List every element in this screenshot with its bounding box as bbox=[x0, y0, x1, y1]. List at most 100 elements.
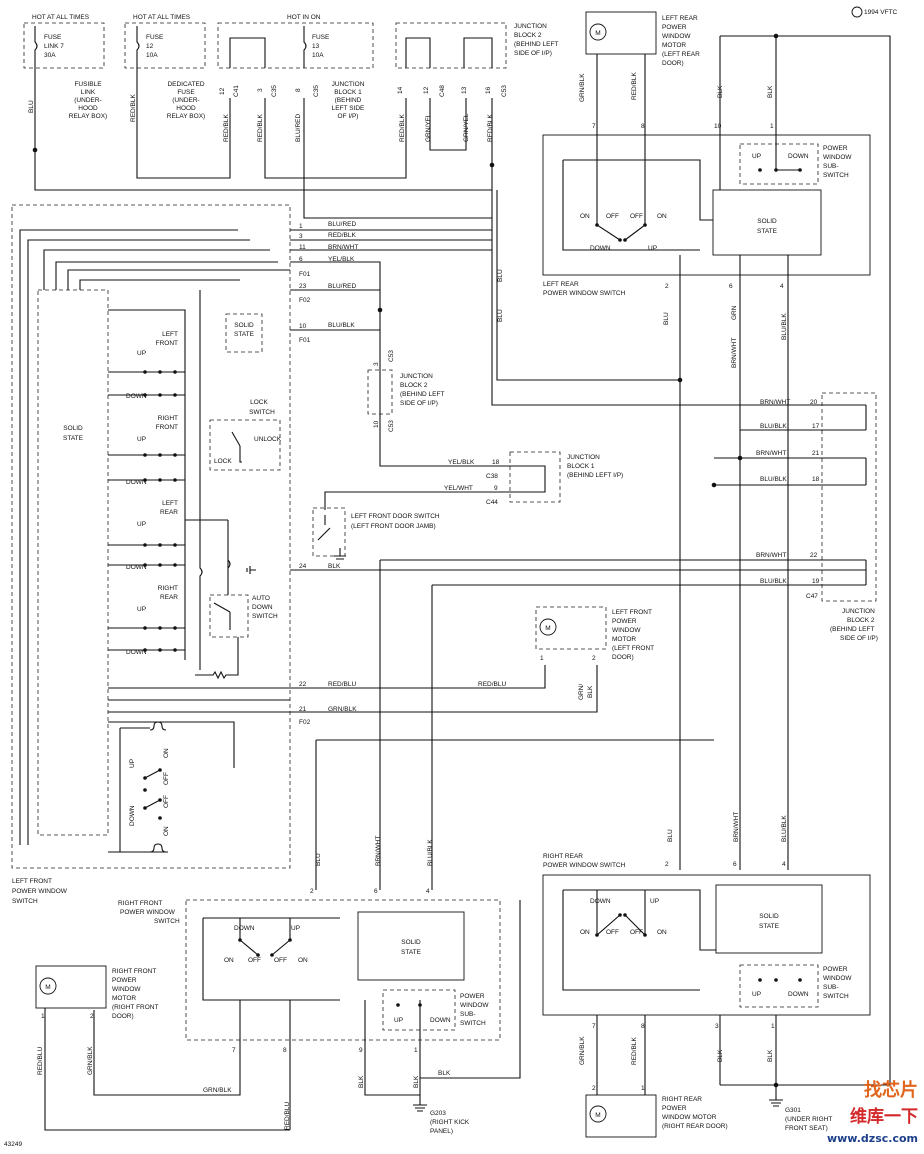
rr-down: DOWN bbox=[590, 898, 611, 905]
lf-title-3: SWITCH bbox=[12, 898, 38, 905]
lf-conn-f02-b: F02 bbox=[299, 719, 311, 726]
rr-top-pin6: 6 bbox=[733, 861, 737, 868]
rf-sub-box bbox=[382, 989, 456, 1031]
lr-bot-wire-brnwht: BRN/WHT bbox=[731, 338, 738, 368]
blu-bus-label-a: BLU bbox=[497, 269, 504, 282]
rr-motor-symbol bbox=[589, 1105, 607, 1123]
lf-conn-f01-b: F01 bbox=[299, 337, 311, 344]
rf-ss-1: SOLID bbox=[401, 939, 421, 946]
rf-motor-1: POWER bbox=[112, 977, 137, 984]
f12-desc-4: RELAY BOX) bbox=[167, 113, 205, 120]
rf-solid-state bbox=[357, 911, 465, 981]
pin-14: 14 bbox=[397, 86, 404, 94]
rf-bot-wire-blk: BLK bbox=[358, 1075, 365, 1088]
pin-12a: 12 bbox=[219, 87, 226, 95]
rr-bot-pin7: 7 bbox=[592, 1023, 596, 1030]
rf-title-2: SWITCH bbox=[154, 918, 180, 925]
lf-group2-up: UP bbox=[137, 436, 146, 443]
f12-desc-0: DEDICATED bbox=[167, 81, 204, 88]
lf-motor-5: DOOR) bbox=[612, 654, 634, 661]
lr-bot-wire-grn: GRN bbox=[731, 305, 738, 320]
rf-bot-pin9: 9 bbox=[359, 1047, 363, 1054]
lr-sub-title-1: WINDOW bbox=[823, 154, 852, 161]
top-power-section: HOT AT ALL TIMES HOT AT ALL TIMES HOT IN… bbox=[23, 14, 558, 240]
jb1-jumper bbox=[229, 37, 266, 68]
lf-connector-pins: 1 BLU/RED 3 RED/BLK 11 BRN/WHT 6 YEL/BLK… bbox=[246, 221, 866, 726]
lr-pin-1: 1 bbox=[770, 123, 774, 130]
lf-motor-wire2: GRN/ bbox=[578, 684, 585, 700]
jb2-mid-label-1: BLOCK 2 bbox=[400, 382, 428, 389]
lf-small-solid-state bbox=[225, 313, 263, 353]
jb1-label-0: JUNCTION bbox=[567, 454, 600, 461]
lock-switch-title-2: SWITCH bbox=[249, 409, 275, 416]
rf-on2: ON bbox=[298, 957, 308, 964]
conn-c41: C41 bbox=[233, 85, 240, 97]
auto-down-2: DOWN bbox=[252, 604, 273, 611]
lr-wire-grnblk: GRN/BLK bbox=[579, 73, 586, 102]
jb2-mid-wire bbox=[379, 365, 497, 467]
lf-pin-23-color: BLU/RED bbox=[328, 283, 356, 290]
rr-sub-title-0: POWER bbox=[823, 966, 848, 973]
hot-label-1: HOT AT ALL TIMES bbox=[32, 14, 90, 21]
fl7-desc-1: LINK bbox=[81, 89, 96, 96]
ground-g203: G203 (RIGHT KICK PANEL) bbox=[413, 1104, 470, 1135]
rr-sub-title-1: WINDOW bbox=[823, 975, 852, 982]
lf-pin-10: 10 bbox=[299, 323, 307, 330]
lr-motor: M LEFT REAR POWER WINDOW MOTOR (LEFT REA… bbox=[579, 11, 891, 1086]
fl7-desc-3: HOOD bbox=[78, 105, 98, 112]
conn-c48: C48 bbox=[439, 85, 446, 97]
lf-group3-name-b: REAR bbox=[160, 509, 178, 516]
lr-title-0: LEFT REAR bbox=[543, 281, 579, 288]
lf-group2-down: DOWN bbox=[126, 479, 147, 486]
lf-motor-m: M bbox=[545, 625, 550, 632]
jb2r-row3-pin: 18 bbox=[812, 476, 820, 483]
watermark-site: www.dzsc.com bbox=[826, 1132, 918, 1145]
fl7-line3: 30A bbox=[44, 52, 56, 59]
ground-g301: G301 (UNDER RIGHT FRONT SEAT) bbox=[769, 1099, 832, 1132]
lf-main-contacts bbox=[144, 769, 161, 809]
lf-motor-wire1: RED/BLU bbox=[478, 681, 506, 688]
lf-main-switch-rails bbox=[108, 687, 290, 853]
lf-pin-wires bbox=[290, 229, 866, 713]
jb2-jumpers bbox=[405, 37, 493, 68]
rf-top-wires bbox=[315, 560, 433, 890]
watermark: 找芯片 维库一下 bbox=[850, 1076, 918, 1127]
lf-group4-name-b: REAR bbox=[160, 594, 178, 601]
fl7-desc-0: FUSIBLE bbox=[74, 81, 102, 88]
rf-motor-pin2: 2 bbox=[90, 1013, 94, 1020]
lf-group2-name-a: RIGHT bbox=[158, 415, 178, 422]
auto-down-1: AUTO bbox=[252, 595, 270, 602]
rf-bot-wire-blk2: BLK bbox=[413, 1075, 420, 1088]
rr-sub-down: DOWN bbox=[788, 991, 809, 998]
rf-motor-m: M bbox=[45, 984, 50, 991]
rr-solid-state bbox=[715, 884, 823, 954]
jb2-mid: 3 C53 10 C53 JUNCTION BLOCK 2 (BEHIND LE… bbox=[367, 350, 497, 467]
rf-wire-blublk: BLU/BLK bbox=[427, 839, 434, 866]
lf-group4-name-a: RIGHT bbox=[158, 585, 178, 592]
lf-group4-up: UP bbox=[137, 606, 146, 613]
rf-title-1: POWER WINDOW bbox=[120, 909, 176, 916]
lf-pin-3-color: RED/BLK bbox=[328, 232, 356, 239]
f12-line1: FUSE bbox=[146, 34, 164, 41]
lf-group1-up: UP bbox=[137, 350, 146, 357]
lf-ss-small-1: SOLID bbox=[234, 322, 254, 329]
jb2r-row4-pin: 22 bbox=[810, 552, 818, 559]
lf-pin-1-color: BLU/RED bbox=[328, 221, 356, 228]
lf-feed-lines bbox=[19, 229, 290, 845]
jb2-top-3: SIDE OF I/P) bbox=[514, 50, 552, 57]
copyright-text: 1994 VFTC bbox=[864, 9, 898, 16]
lf-main-on2: ON bbox=[163, 826, 170, 836]
rf-motor-0: RIGHT FRONT bbox=[112, 968, 156, 975]
lf-pin-23: 23 bbox=[299, 283, 307, 290]
rr-motor-3: (RIGHT REAR DOOR) bbox=[662, 1123, 728, 1130]
lr-motor-2: WINDOW bbox=[662, 33, 691, 40]
lf-pin-22: 22 bbox=[299, 681, 307, 688]
rf-off1: OFF bbox=[248, 957, 261, 964]
lf-solid-state-box bbox=[37, 289, 109, 836]
g301-symbol bbox=[769, 1099, 783, 1107]
rf-up: UP bbox=[291, 925, 300, 932]
lf-motor-1: POWER bbox=[612, 618, 637, 625]
pin-13: 13 bbox=[461, 86, 468, 94]
lf-group1-down: DOWN bbox=[126, 393, 147, 400]
lf-motor-2: WINDOW bbox=[612, 627, 641, 634]
